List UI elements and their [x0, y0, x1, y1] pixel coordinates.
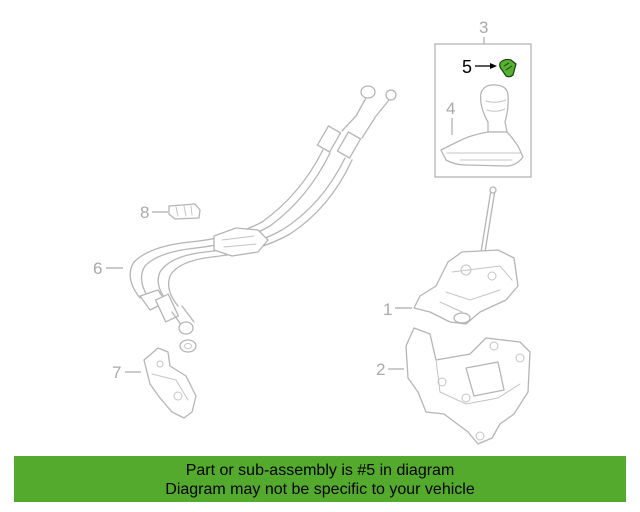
callout-3: 3: [479, 18, 488, 37]
shifter-base-group: 2: [376, 327, 531, 445]
shift-knob-grip: [485, 99, 507, 112]
cable-end-eyelet-a: [360, 85, 376, 99]
clip-group: 8: [140, 203, 201, 222]
cable-lower-end-a: [178, 321, 194, 335]
cable-upper-rod-b: [361, 99, 390, 139]
shifter-base-fold: [435, 359, 521, 405]
callout-5-arrowhead: [490, 63, 497, 69]
shift-lock-button: [499, 58, 517, 78]
base-hole-a: [437, 377, 447, 387]
callout-7: 7: [112, 363, 121, 382]
parts-diagram: 3 5 4 8 6: [93, 18, 532, 445]
shifter-pivot-b: [487, 271, 497, 281]
cable-lower-end-hole: [184, 343, 192, 349]
transmission-bracket: [143, 347, 197, 419]
shifter-mount-boss: [453, 312, 471, 324]
cable-lower-adjuster: [154, 293, 180, 323]
shift-cable-a-outer: [140, 152, 331, 301]
shifter-base-opening: [465, 361, 505, 397]
bracket-hole-b: [173, 391, 183, 401]
base-hole-d: [461, 393, 471, 403]
shifter-pivot: [460, 264, 472, 276]
callout-2: 2: [376, 360, 385, 379]
cable-end-eyelet-b: [385, 89, 397, 101]
callout-6: 6: [93, 259, 102, 278]
shifter-housing-detail: [439, 265, 513, 313]
shift-lever-tip: [489, 186, 497, 194]
cable-lower-rod-b: [181, 305, 195, 323]
shift-lock-button-detail: [503, 62, 513, 71]
base-hole-b: [489, 341, 499, 351]
base-hole-e: [475, 431, 485, 441]
banner-line-2: Diagram may not be specific to your vehi…: [165, 481, 475, 498]
cable-adjuster-b: [336, 131, 362, 159]
callout-8: 8: [140, 203, 149, 222]
shift-cable-group: 6: [93, 85, 397, 353]
bracket-fold: [151, 373, 189, 401]
base-hole-c: [515, 353, 525, 363]
callout-5: 5: [462, 57, 472, 77]
cable-adjuster-a: [316, 125, 342, 153]
bracket-hole-a: [156, 360, 164, 368]
shift-knob: [480, 84, 509, 133]
shift-lever-rod-edge: [484, 189, 496, 253]
cable-lower-end-b: [179, 339, 197, 353]
shift-boot-trim-edge: [446, 152, 521, 161]
callout-1: 1: [383, 300, 392, 319]
callout-4: 4: [446, 99, 455, 118]
shifter-housing: [413, 249, 519, 325]
banner-line-1: Part or sub-assembly is #5 in diagram: [185, 462, 455, 479]
shift-cable-b: [157, 157, 346, 303]
cable-clip-ribs: [175, 205, 193, 217]
shift-cable-b-outer: [167, 159, 353, 307]
cable-bracket-detail: [221, 235, 257, 248]
shifter-base-bracket: [405, 327, 531, 445]
shifter-assembly-group: 1: [383, 186, 519, 325]
transmission-bracket-group: 7: [112, 347, 197, 419]
shift-lever-rod: [480, 189, 492, 253]
cable-upper-rod-a: [341, 97, 367, 132]
part-info-banner: Part or sub-assembly is #5 in diagram Di…: [14, 456, 626, 502]
knob-assembly-group: 3 5 4: [434, 18, 532, 178]
shift-boot-trim: [440, 131, 524, 167]
shift-cable-a: [129, 149, 324, 299]
cable-bracket: [213, 227, 269, 257]
